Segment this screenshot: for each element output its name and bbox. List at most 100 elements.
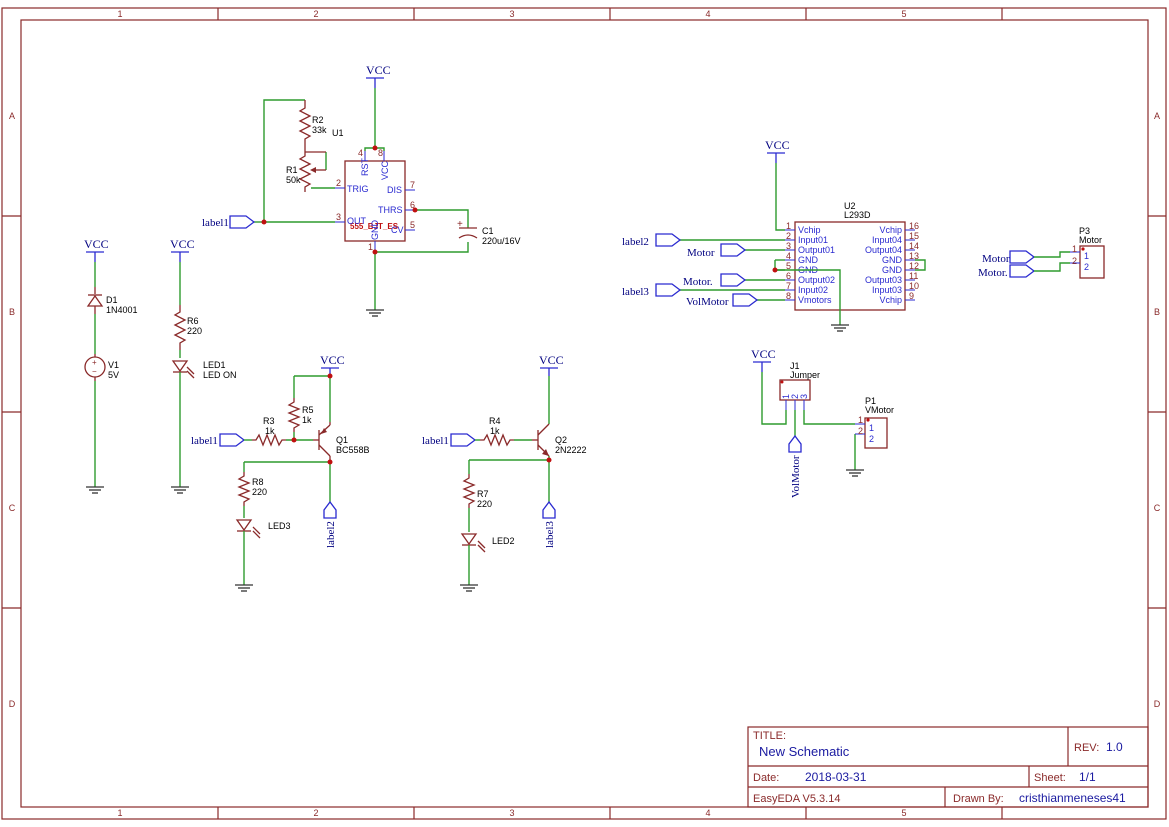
zone-col-5-top: 5 xyxy=(901,9,906,19)
net-label3-q2: label3 xyxy=(542,500,556,548)
net-label2-q1: label2 xyxy=(323,500,337,548)
net-label1-u1: label1 xyxy=(202,215,256,229)
j1-pin-2: 2 xyxy=(790,394,800,399)
timer-555-section: VCC R2 33k R1 50k xyxy=(202,63,521,317)
u2-pin-name: Vchip xyxy=(879,225,902,235)
u2-pin-name: GND xyxy=(798,255,819,265)
r7-ref: R7 xyxy=(477,489,489,499)
net-label2-u2: label2 xyxy=(622,233,682,248)
zone-col-4-top: 4 xyxy=(705,9,710,19)
r8-value: 220 xyxy=(252,487,267,497)
u2-pin-name: Output02 xyxy=(798,275,835,285)
r7-value: 220 xyxy=(477,499,492,509)
u2-pin-num: 16 xyxy=(909,221,919,231)
u1-pin-num-5: 5 xyxy=(410,220,415,230)
u1-pin-num-2: 2 xyxy=(336,178,341,188)
u2-pin-name: Vchip xyxy=(798,225,821,235)
j1-pin-1: 1 xyxy=(781,394,791,399)
zone-row-c-right: C xyxy=(1154,503,1161,513)
label2-text: label2 xyxy=(622,236,649,248)
zone-col-4-bottom: 4 xyxy=(705,808,710,818)
resistor-r6: R6 220 xyxy=(173,305,202,350)
zone-col-3-bottom: 3 xyxy=(509,808,514,818)
p3-pin-num-2: 2 xyxy=(1072,256,1077,266)
schematic-title: New Schematic xyxy=(759,744,850,759)
u2-pin-num: 5 xyxy=(786,261,791,271)
rev-label: REV: xyxy=(1074,742,1099,754)
p3-pin-num-1: 1 xyxy=(1072,244,1077,254)
p1-value: VMotor xyxy=(865,405,894,415)
net-label1-q1: label1 xyxy=(191,433,252,447)
r1-value: 50k xyxy=(286,175,301,185)
j1-value: Jumper xyxy=(790,370,820,380)
net-volmotor-j1: VolMotor xyxy=(788,434,802,498)
motor-b-text: Motor. xyxy=(683,276,713,288)
jumper-section: VCC 1 2 3 J1 Jumper VolMotor P1 VMotor 1… xyxy=(751,347,894,498)
u1-pin-num-3: 3 xyxy=(336,212,341,222)
vcc-label: VCC xyxy=(539,353,564,367)
power-supply-section: VCC D1 1N4001 + − V1 5V xyxy=(84,237,138,494)
vcc-label: VCC xyxy=(765,138,790,152)
drawn-by-label: Drawn By: xyxy=(953,793,1004,805)
ic-u1-555: U1 555_BJT_ES RST VCC TRIG DIS OUT THRS … xyxy=(332,128,415,252)
sheet-label: Sheet: xyxy=(1034,772,1066,784)
label1-text: label1 xyxy=(422,435,449,447)
p3-motor-connector: Motor Motor. P3 Motor 1 2 1 2 xyxy=(978,226,1105,279)
vcc-symbol-d1: VCC xyxy=(84,237,109,262)
zone-row-d-left: D xyxy=(9,699,16,709)
q2-ref: Q2 xyxy=(555,435,567,445)
p3-pin-2: 2 xyxy=(1084,262,1089,272)
zone-row-c-left: C xyxy=(9,503,16,513)
net-motor-u2: Motor xyxy=(687,243,747,259)
r6-value: 220 xyxy=(187,326,202,336)
u2-pin-num: 8 xyxy=(786,291,791,301)
u1-pin-thrs: THRS xyxy=(378,205,403,215)
r2-ref: R2 xyxy=(312,115,324,125)
motor-text: Motor xyxy=(687,247,715,259)
r4-ref: R4 xyxy=(489,416,501,426)
u2-part: L293D xyxy=(844,210,871,220)
u1-part: 555_BJT_ES xyxy=(350,222,399,231)
zone-row-d-right: D xyxy=(1154,699,1161,709)
vcc-symbol-u2: VCC xyxy=(765,138,790,163)
u2-pin-name: Output01 xyxy=(798,245,835,255)
zone-col-2-top: 2 xyxy=(313,9,318,19)
u1-pin-num-8: 8 xyxy=(378,148,383,158)
ground-led1 xyxy=(171,486,189,494)
d1-ref: D1 xyxy=(106,295,118,305)
ground-p1 xyxy=(846,469,864,477)
r2-value: 33k xyxy=(312,125,327,135)
p1-pin-2: 2 xyxy=(869,434,874,444)
drawn-by-value: cristhianmeneses41 xyxy=(1019,791,1126,805)
ground-u1 xyxy=(366,309,384,317)
net-motor-b-p3: Motor. xyxy=(978,264,1036,279)
label3-text: label3 xyxy=(544,521,556,548)
sheet-frame xyxy=(1,7,1167,820)
r3-ref: R3 xyxy=(263,416,275,426)
label1-text: label1 xyxy=(202,217,229,229)
capacitor-c1: + C1 220u/16V xyxy=(457,219,521,246)
r4-value: 1k xyxy=(490,426,500,436)
volmotor-text: VolMotor xyxy=(686,296,729,308)
label1-text: label1 xyxy=(191,435,218,447)
led-led2: LED2 xyxy=(460,533,515,553)
zone-row-a-right: A xyxy=(1154,111,1160,121)
zone-row-b-left: B xyxy=(9,307,15,317)
p1-ref: P1 xyxy=(865,396,876,406)
u2-pin-num: 4 xyxy=(786,251,791,261)
resistor-r3: R3 1k xyxy=(252,416,286,447)
u2-pin-num: 1 xyxy=(786,221,791,231)
led2-ref: LED2 xyxy=(492,536,515,546)
d1-value: 1N4001 xyxy=(106,305,138,315)
u2-pin-name: Input04 xyxy=(872,235,902,245)
q1-ref: Q1 xyxy=(336,435,348,445)
u1-pin-trig: TRIG xyxy=(347,184,369,194)
label2-text: label2 xyxy=(325,521,337,548)
c1-value: 220u/16V xyxy=(482,236,521,246)
v1-minus: − xyxy=(92,367,97,376)
led1-value: LED ON xyxy=(203,370,237,380)
vcc-label: VCC xyxy=(751,347,776,361)
u2-pin-num: 11 xyxy=(909,271,918,281)
